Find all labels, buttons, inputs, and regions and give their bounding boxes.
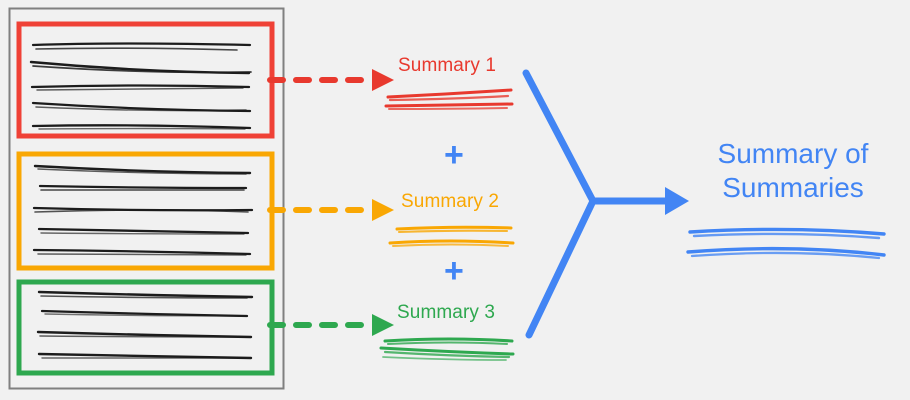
source-document-border	[8, 7, 285, 390]
summary-2-squiggles	[388, 225, 515, 247]
summary-1-label: Summary 1	[398, 55, 497, 76]
merge-arrow	[522, 69, 689, 339]
summary-3-squiggles	[379, 337, 515, 361]
final-output-line-2: Summaries	[722, 172, 864, 204]
chunk-1-text-lines	[29, 42, 252, 130]
summary-3-label: Summary 3	[397, 302, 496, 323]
chunk-3-text-lines	[36, 290, 254, 360]
chunk-box-1	[16, 21, 275, 139]
dashed-arrow-chunk-1	[267, 69, 394, 91]
plus-sign-2: +	[444, 252, 464, 290]
plus-sign-1: +	[444, 136, 464, 174]
chunk-2-text-lines	[32, 164, 254, 256]
summary-1-squiggles	[384, 88, 514, 110]
final-output-line-1: Summary of	[717, 138, 869, 169]
dashed-arrow-chunk-2	[267, 199, 394, 221]
final-output-squiggles	[686, 227, 886, 260]
plus-sign-1-glyph: +	[444, 136, 464, 174]
dashed-arrow-chunk-3	[267, 314, 394, 336]
plus-sign-2-glyph: +	[444, 252, 464, 290]
final-output-label: Summary of Summaries	[700, 137, 886, 205]
summary-2-label: Summary 2	[401, 191, 500, 212]
